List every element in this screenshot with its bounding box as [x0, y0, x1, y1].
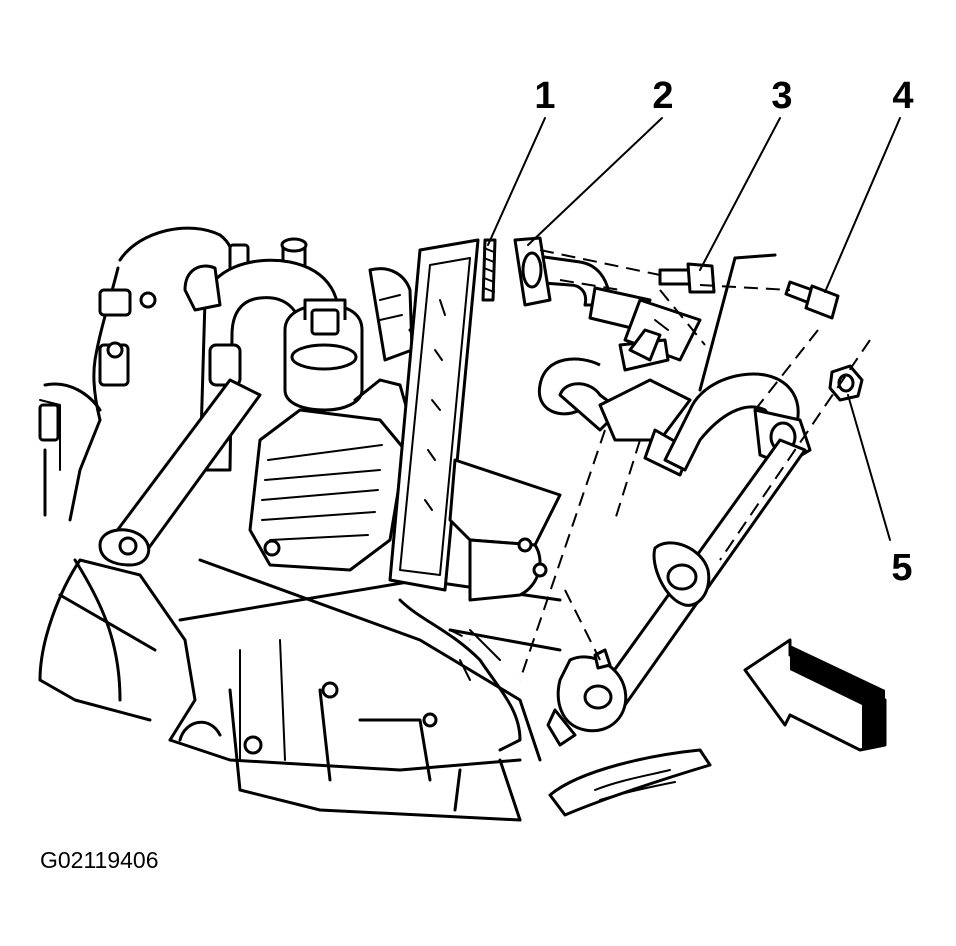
assembly-dashed-lines: [449, 249, 871, 681]
callout-5: 5: [891, 547, 912, 589]
leader-3: [699, 117, 781, 271]
leader-5: [847, 394, 891, 541]
bolt-part-4: [784, 280, 840, 320]
callout-1: 1: [534, 75, 555, 117]
leader-4: [824, 117, 901, 293]
callout-2: 2: [652, 75, 673, 117]
leader-2: [527, 117, 663, 246]
callout-4: 4: [892, 75, 913, 117]
egr-tube-assembly: [528, 253, 812, 477]
callout-leaders: [487, 117, 901, 541]
leader-1: [487, 117, 546, 246]
egr-pipe: [546, 438, 807, 817]
direction-arrow: [743, 638, 887, 752]
figure-id: G02119406: [40, 847, 159, 873]
bolt-part-3: [658, 262, 716, 294]
callout-3: 3: [771, 75, 792, 117]
engine-block-outline: [38, 226, 562, 822]
nut-part-5: [828, 364, 864, 402]
